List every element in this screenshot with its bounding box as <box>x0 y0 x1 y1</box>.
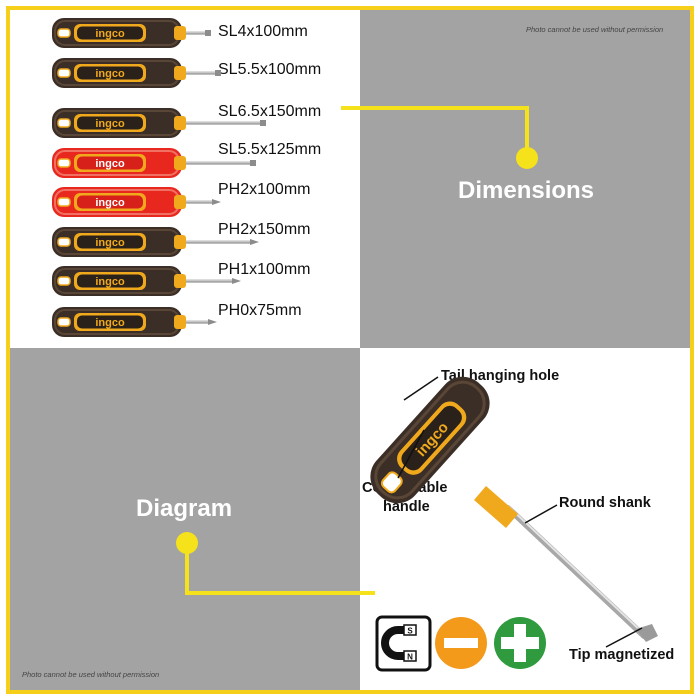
brand-logo: ingco <box>95 276 125 288</box>
screwdriver-7: ingco <box>52 266 241 296</box>
slotted-tip-icon <box>435 617 487 669</box>
size-label: PH2x150mm <box>218 221 311 238</box>
panel-diagram-label <box>10 348 360 690</box>
hanging-hole <box>57 197 71 207</box>
hanging-hole <box>57 68 71 78</box>
phillips-tip-icon <box>494 617 546 669</box>
screwdriver-6: ingco <box>52 227 259 257</box>
screwdriver-2: ingco <box>52 58 221 88</box>
tip-callout-leader <box>605 627 643 648</box>
large-screwdriver: ingco <box>370 376 658 642</box>
phillips-tip <box>232 278 241 284</box>
callout-tip-magnetized: Tip magnetized <box>569 647 675 663</box>
hanging-hole <box>57 158 71 168</box>
brand-logo: ingco <box>95 118 125 130</box>
size-label: PH2x100mm <box>218 181 311 198</box>
handle-ferrule <box>174 116 186 130</box>
handle-ferrule <box>174 235 186 249</box>
size-label: SL4x100mm <box>218 23 308 40</box>
brand-logo: ingco <box>95 28 125 40</box>
handle-ferrule <box>174 315 186 329</box>
brand-logo: ingco <box>95 237 125 249</box>
handle-ferrule <box>174 26 186 40</box>
handle-ferrule <box>174 66 186 80</box>
shank-callout-leader <box>524 504 558 524</box>
diagram-connector-line <box>185 545 375 595</box>
phillips-tip <box>250 239 259 245</box>
handle-ferrule <box>174 274 186 288</box>
hanging-hole <box>57 276 71 286</box>
slotted-tip <box>636 624 658 642</box>
size-label: PH0x75mm <box>218 302 302 319</box>
phillips-tip <box>212 199 221 205</box>
hanging-hole <box>57 237 71 247</box>
handle-callout-leader <box>397 429 425 479</box>
brand-logo: ingco <box>95 317 125 329</box>
panel-dimensions <box>360 10 690 348</box>
screwdriver-set: ingco ingco ingco ingco ingco ingco ingco ingco <box>52 18 266 337</box>
magnet-pole-s: S <box>407 627 413 636</box>
round-shank <box>505 505 647 639</box>
magnet-icon: S N <box>375 615 432 672</box>
dimensions-connector-dot <box>516 147 538 169</box>
diagram-title: Diagram <box>136 495 233 522</box>
slotted-tip <box>215 70 221 76</box>
size-label: SL6.5x150mm <box>218 103 322 120</box>
brand-logo: ingco <box>95 158 125 170</box>
tail-callout-leader <box>403 376 439 401</box>
slotted-tip <box>250 160 256 166</box>
size-label: SL5.5x125mm <box>218 141 322 158</box>
yellow-border-frame <box>6 6 694 694</box>
size-label: SL5.5x100mm <box>218 61 322 78</box>
hanging-hole <box>57 317 71 327</box>
brand-logo: ingco <box>95 68 125 80</box>
permission-notice-bottom: Photo cannot be used without permission <box>22 670 160 679</box>
hanging-hole <box>57 28 71 38</box>
phillips-tip <box>208 319 217 325</box>
callout-round-shank: Round shank <box>559 495 651 511</box>
handle-ferrule <box>174 195 186 209</box>
screwdriver-4: ingco <box>52 148 256 178</box>
slotted-tip <box>205 30 211 36</box>
tail-hanging-hole <box>380 471 403 494</box>
handle-ferrule <box>174 156 186 170</box>
brand-logo: ingco <box>95 197 125 209</box>
slotted-tip <box>260 120 266 126</box>
screwdriver-5: ingco <box>52 187 221 217</box>
dimensions-connector-line <box>341 106 529 157</box>
hanging-hole <box>57 118 71 128</box>
dimensions-title: Dimensions <box>458 177 595 204</box>
screwdriver-3: ingco <box>52 108 266 138</box>
diagram-connector-dot <box>176 532 198 554</box>
magnet-pole-n: N <box>407 653 413 662</box>
screwdriver-1: ingco <box>52 18 211 48</box>
size-label: PH1x100mm <box>218 261 311 278</box>
screwdriver-8: ingco <box>52 307 217 337</box>
permission-notice-top: Photo cannot be used without permission <box>526 25 664 34</box>
